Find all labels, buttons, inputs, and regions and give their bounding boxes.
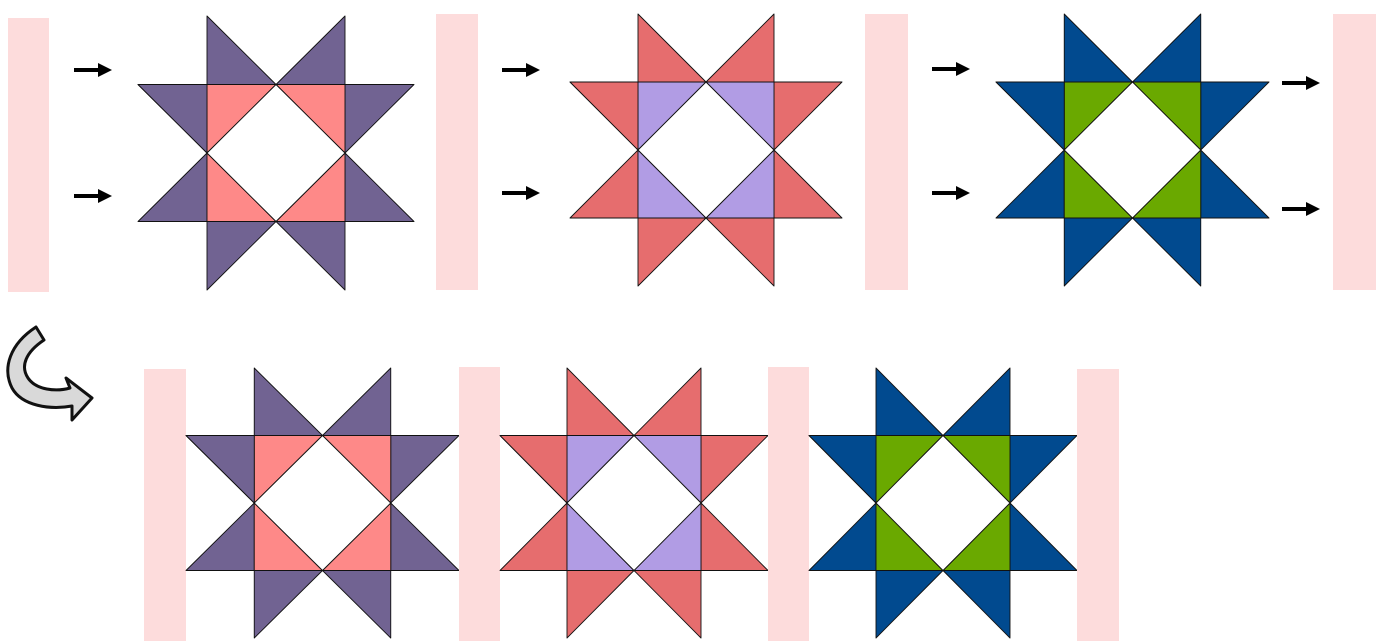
- star-point: [773, 149, 843, 219]
- center-diamond: [206, 84, 346, 222]
- star-point: [499, 435, 568, 504]
- star-point: [808, 435, 877, 504]
- star-point: [875, 570, 944, 639]
- star-point: [942, 570, 1011, 639]
- star-point: [705, 13, 775, 83]
- star-point: [344, 152, 415, 222]
- bottom-row-sashing-strip: [768, 367, 809, 641]
- star-point: [137, 84, 208, 154]
- star-point: [322, 570, 392, 639]
- right-arrow-icon: [932, 186, 970, 200]
- star-point: [185, 435, 255, 504]
- star-point: [206, 221, 277, 291]
- bottom-row-coral-block: [499, 367, 769, 639]
- right-arrow-icon: [502, 63, 540, 77]
- star-point: [875, 367, 944, 436]
- right-arrow-icon: [74, 189, 112, 203]
- star-point: [637, 217, 707, 287]
- star-point: [185, 502, 255, 571]
- star-point: [390, 502, 460, 571]
- star-point: [633, 367, 702, 436]
- star-point: [995, 149, 1065, 219]
- star-point: [1009, 435, 1078, 504]
- top-row-purple-block: [137, 15, 415, 291]
- star-point: [322, 367, 392, 436]
- star-point: [499, 502, 568, 571]
- star-point: [253, 570, 323, 639]
- top-row-coral-block: [569, 13, 843, 287]
- star-point: [569, 149, 639, 219]
- star-point: [344, 84, 415, 154]
- star-point: [275, 221, 346, 291]
- star-point: [253, 367, 323, 436]
- star-point: [637, 13, 707, 83]
- center-diamond: [875, 435, 1011, 571]
- right-arrow-icon: [1282, 76, 1320, 90]
- star-point: [633, 570, 702, 639]
- star-point: [705, 217, 775, 287]
- bottom-row-sashing-strip: [1077, 369, 1119, 641]
- star-point: [1132, 217, 1202, 287]
- top-row-sashing-strip: [8, 18, 49, 292]
- star-point: [1063, 13, 1133, 83]
- bottom-row-sashing-strip: [144, 369, 186, 641]
- star-point: [1063, 217, 1133, 287]
- right-arrow-icon: [932, 62, 970, 76]
- star-point: [1200, 149, 1270, 219]
- star-point: [566, 367, 635, 436]
- top-row-sashing-strip: [1333, 14, 1376, 290]
- curved-return-arrow-icon: [6, 325, 94, 422]
- star-point: [566, 570, 635, 639]
- star-point: [942, 367, 1011, 436]
- star-point: [137, 152, 208, 222]
- star-point: [700, 435, 769, 504]
- star-point: [275, 15, 346, 85]
- star-point: [700, 502, 769, 571]
- center-diamond: [253, 435, 392, 571]
- star-point: [1009, 502, 1078, 571]
- star-point: [1132, 13, 1202, 83]
- right-arrow-icon: [1282, 202, 1320, 216]
- right-arrow-icon: [74, 63, 112, 77]
- center-diamond: [1063, 81, 1202, 219]
- bottom-row-purple-block: [185, 367, 460, 639]
- bottom-row-sashing-strip: [459, 367, 500, 641]
- top-row-sashing-strip: [865, 14, 908, 290]
- star-point: [995, 81, 1065, 151]
- bottom-row-navy-block: [808, 367, 1078, 639]
- top-row-navy-block: [995, 13, 1270, 287]
- star-point: [808, 502, 877, 571]
- top-row-sashing-strip: [436, 14, 478, 290]
- right-arrow-icon: [502, 186, 540, 200]
- star-point: [390, 435, 460, 504]
- star-point: [773, 81, 843, 151]
- star-point: [1200, 81, 1270, 151]
- star-point: [206, 15, 277, 85]
- center-diamond: [637, 81, 775, 219]
- center-diamond: [566, 435, 702, 571]
- star-point: [569, 81, 639, 151]
